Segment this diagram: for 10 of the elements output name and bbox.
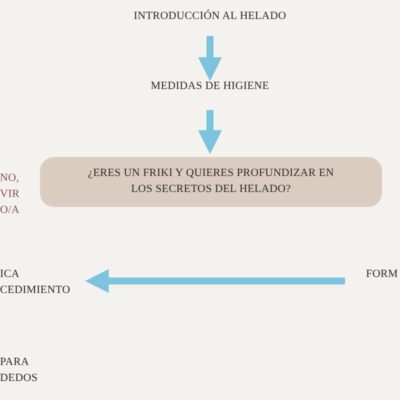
step-label: ICA CEDIMIENTO bbox=[0, 266, 80, 300]
step-label: FORM bbox=[366, 266, 400, 284]
question-box: ¿ERES UN FRIKI Y QUIERES PROFUNDIZAR EN LOS SECRETOS DEL HELADO? bbox=[40, 157, 382, 207]
arrow bbox=[198, 36, 222, 82]
arrow bbox=[84, 269, 345, 293]
step-label: INTRODUCCIÓN AL HELADO bbox=[110, 8, 310, 26]
side-text: PARA DEDOS bbox=[0, 355, 39, 386]
step-label: MEDIDAS DE HIGIENE bbox=[120, 78, 300, 96]
side-text: NO, VIR O/A bbox=[0, 171, 21, 218]
arrow bbox=[198, 110, 222, 154]
